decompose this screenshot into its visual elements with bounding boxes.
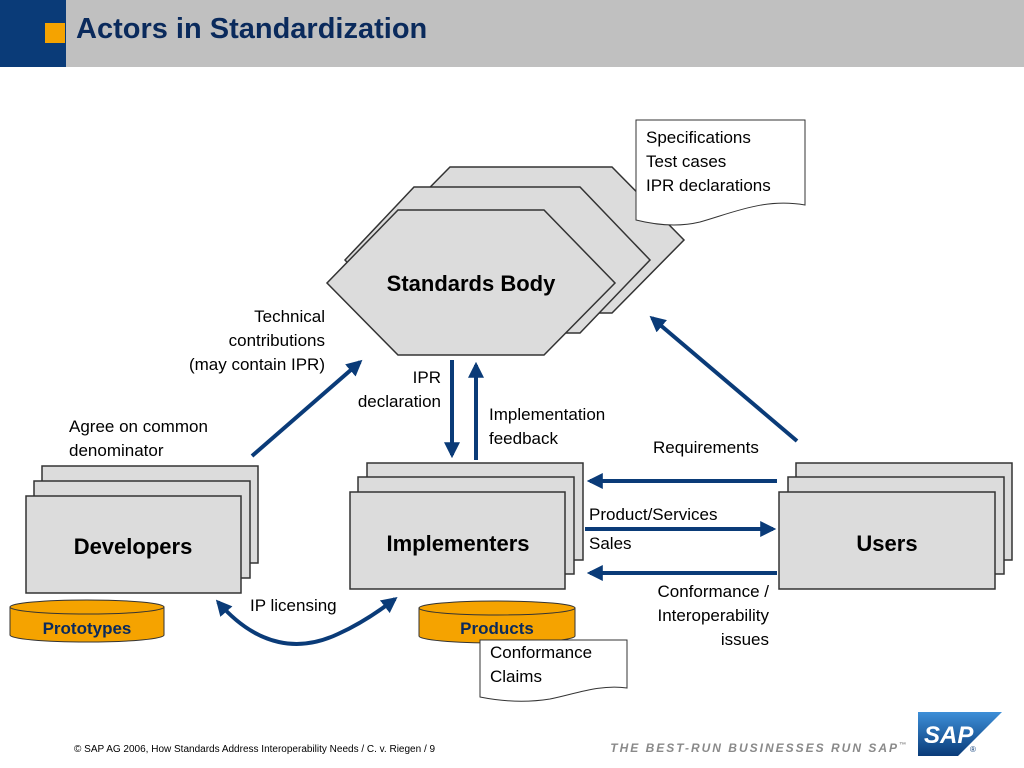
implementers-shape: [349, 462, 584, 590]
spec-line-test-cases: Test cases: [646, 152, 727, 171]
sap-logo-registered: ®: [970, 745, 976, 754]
feedback-line-2: feedback: [489, 429, 558, 448]
ipr-line-2: declaration: [357, 392, 441, 411]
conformance-issues-label: Conformance / Interoperability issues: [657, 580, 769, 652]
conformance-line-1: Conformance /: [657, 582, 770, 601]
developers-label: Developers: [74, 534, 193, 559]
specifications-document-text: Specifications Test cases IPR declaratio…: [646, 126, 771, 198]
footer-tagline: THE BEST-RUN BUSINESSES RUN SAP™: [610, 741, 908, 755]
specifications-document: [635, 119, 806, 226]
conformance-line-2: Interoperability: [657, 606, 769, 625]
header-orange-square: [45, 23, 65, 43]
spec-line-ipr-declarations: IPR declarations: [646, 176, 771, 195]
standards-body-label: Standards Body: [387, 271, 556, 296]
tagline-trademark: ™: [899, 742, 908, 749]
users-label: Users: [856, 531, 917, 556]
conformance-claims-document: [479, 639, 628, 702]
standards-body-layer-front: [325, 209, 617, 356]
developers-shape: [25, 465, 259, 594]
ipr-declaration-label: IPR declaration: [358, 366, 441, 414]
sap-logo: SAP ®: [918, 712, 1002, 756]
sap-logo-text: SAP: [924, 722, 974, 749]
conformance-line-3: issues: [720, 630, 769, 649]
slide-header: Actors in Standardization: [0, 0, 1024, 67]
products-label: Products: [460, 619, 534, 638]
conformance-claims-text: Conformance Claims: [490, 641, 592, 689]
agree-line-2: denominator: [69, 441, 164, 460]
users-layer-front: [778, 491, 996, 590]
ip-licensing-label: IP licensing: [250, 596, 337, 615]
requirements-label: Requirements: [653, 438, 759, 457]
sales-label: Sales: [589, 534, 632, 553]
implementers-label: Implementers: [386, 531, 529, 556]
ip-licensing-arrow: [215, 597, 398, 646]
agree-label: Agree on common denominator: [69, 415, 208, 463]
implementation-feedback-label: Implementation feedback: [489, 403, 605, 451]
technical-line-1: Technical: [254, 307, 325, 326]
footer-copyright: © SAP AG 2006, How Standards Address Int…: [74, 744, 436, 755]
technical-line-3: (may contain IPR): [188, 355, 325, 374]
ipr-line-1: IPR: [412, 368, 441, 387]
standards-body-shape: [325, 166, 686, 356]
feedback-line-1: Implementation: [489, 405, 606, 424]
tagline-text: THE BEST-RUN BUSINESSES RUN SAP: [610, 741, 899, 755]
prototypes-label: Prototypes: [43, 619, 132, 638]
claims-line-claims: Claims: [490, 667, 542, 686]
technical-contributions-label: Technical contributions (may contain IPR…: [189, 305, 325, 377]
technical-contributions-arrow: [250, 359, 363, 458]
products-cylinder: [418, 600, 576, 644]
users-shape: [778, 462, 1013, 590]
requirements-arrow: [649, 315, 799, 443]
prototypes-cylinder: [9, 599, 165, 643]
slide-title: Actors in Standardization: [76, 13, 428, 45]
technical-line-2: contributions: [228, 331, 325, 350]
agree-line-1: Agree on common: [69, 417, 208, 436]
implementers-layer-front: [349, 491, 566, 590]
claims-line-conformance: Conformance: [490, 643, 593, 662]
spec-line-specifications: Specifications: [646, 128, 751, 147]
developers-layer-front: [25, 495, 242, 594]
product-services-label: Product/Services: [589, 505, 718, 524]
